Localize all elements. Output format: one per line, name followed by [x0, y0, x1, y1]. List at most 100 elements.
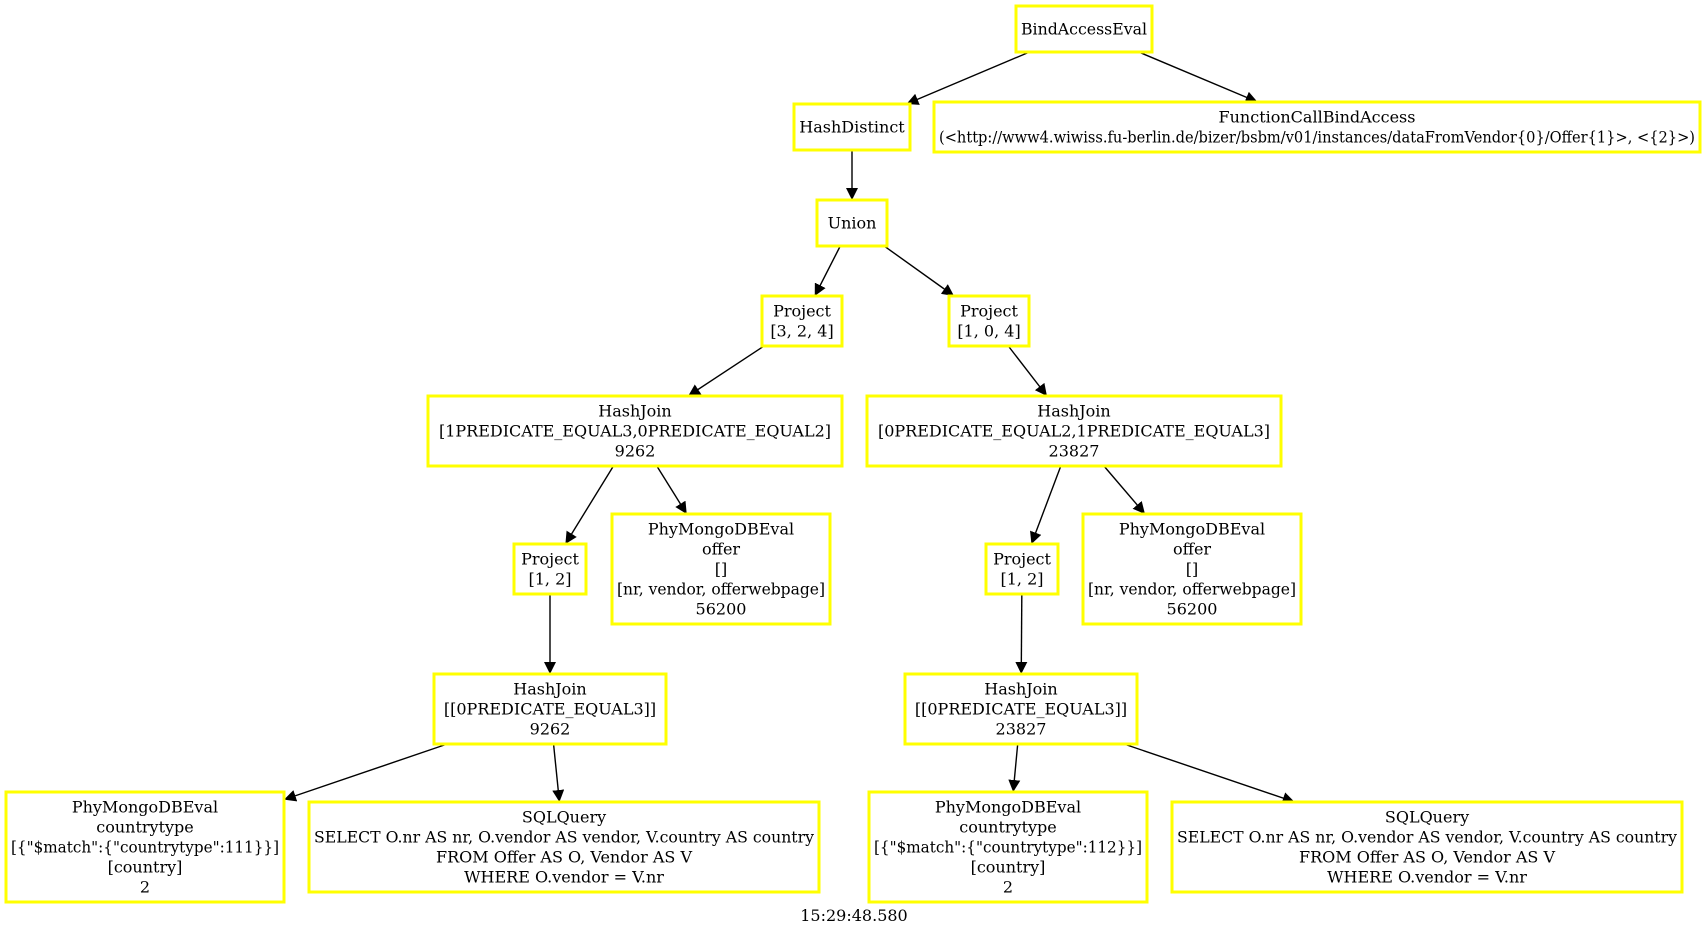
- node-label-line: 23827: [996, 720, 1047, 739]
- node-label-line: PhyMongoDBEval: [72, 798, 218, 817]
- node-box: [426, 394, 844, 468]
- node-union: Union: [815, 198, 889, 248]
- edge-hashjoin-right-top-to-project-right-mid: [1030, 465, 1062, 545]
- node-box: [815, 198, 889, 248]
- node-label-line: [{"$match":{"countrytype":112}}]: [874, 838, 1142, 857]
- node-functioncallbindaccess: FunctionCallBindAccess(<http://www4.wiwi…: [932, 100, 1702, 154]
- node-label-line: SQLQuery: [522, 808, 606, 827]
- node-hashdistinct: HashDistinct: [792, 102, 912, 152]
- node-box: [903, 672, 1139, 746]
- edge-project-right-mid-to-hashjoin-right-bottom: [1015, 593, 1028, 675]
- edges-layer: [283, 51, 1295, 804]
- edge-project-right-top-to-hashjoin-right-top: [1007, 345, 1048, 397]
- node-label-line: [nr, vendor, offerwebpage]: [1088, 580, 1296, 599]
- node-label-line: [1, 2]: [1000, 570, 1043, 589]
- node-hashjoin-left-top: HashJoin[1PREDICATE_EQUAL3,0PREDICATE_EQ…: [426, 394, 844, 468]
- node-box: [307, 800, 821, 894]
- edge-hashjoin-left-bottom-to-sqlquery-left: [552, 743, 565, 803]
- node-phymongo-country-left: PhyMongoDBEvalcountrytype[{"$match":{"co…: [4, 790, 286, 904]
- node-label-line: offer: [1173, 540, 1211, 559]
- node-label-line: [country]: [971, 858, 1046, 877]
- edge-hashjoin-right-bottom-to-phymongo-country-right: [1008, 743, 1021, 793]
- node-label-line: []: [1186, 560, 1198, 579]
- edge-union-to-project-left-top: [814, 245, 841, 297]
- node-label-line: WHERE O.vendor = V.nr: [1327, 868, 1527, 887]
- node-label-line: 56200: [1167, 600, 1218, 619]
- node-label-line: SQLQuery: [1385, 808, 1469, 827]
- node-box: [1170, 800, 1684, 894]
- node-label-line: [1PREDICATE_EQUAL3,0PREDICATE_EQUAL2]: [439, 422, 831, 441]
- node-label-line: [3, 2, 4]: [770, 322, 833, 341]
- node-project-left-mid: Project[1, 2]: [512, 542, 588, 596]
- node-label-line: WHERE O.vendor = V.nr: [464, 868, 664, 887]
- node-label-line: (<http://www4.wiwiss.fu-berlin.de/bizer/…: [939, 128, 1695, 147]
- node-label-line: countrytype: [96, 818, 194, 837]
- node-box: [4, 790, 286, 904]
- node-label-line: [[0PREDICATE_EQUAL3]]: [915, 700, 1127, 719]
- node-label-line: HashJoin: [1037, 402, 1110, 421]
- node-hashjoin-left-bottom: HashJoin[[0PREDICATE_EQUAL3]]9262: [432, 672, 668, 746]
- edge-project-left-top-to-hashjoin-left-top: [687, 345, 765, 397]
- node-label-line: 9262: [615, 442, 656, 461]
- node-label-line: 56200: [696, 600, 747, 619]
- node-label-line: FROM Offer AS O, Vendor AS V: [1299, 848, 1555, 867]
- node-project-right-mid: Project[1, 2]: [984, 542, 1060, 596]
- node-project-right-top: Project[1, 0, 4]: [947, 294, 1031, 348]
- node-box: [610, 512, 832, 626]
- node-label-line: [[0PREDICATE_EQUAL3]]: [444, 700, 656, 719]
- edge-bindaccesseval-to-functioncallbindaccess: [1138, 51, 1258, 103]
- node-label-line: [1, 0, 4]: [957, 322, 1020, 341]
- node-box: [867, 790, 1149, 904]
- timestamp-label: 15:29:48.580: [800, 906, 907, 925]
- node-label-line: Project: [960, 302, 1018, 321]
- node-label-line: []: [715, 560, 727, 579]
- node-label-line: PhyMongoDBEval: [935, 798, 1081, 817]
- node-box: [792, 102, 912, 152]
- node-label-line: 23827: [1049, 442, 1100, 461]
- node-label-line: BindAccessEval: [1021, 20, 1147, 39]
- node-label-line: SELECT O.nr AS nr, O.vendor AS vendor, V…: [1177, 828, 1677, 847]
- node-label-line: [country]: [108, 858, 183, 877]
- edge-union-to-project-right-top: [883, 245, 955, 297]
- node-label-line: Project: [993, 550, 1051, 569]
- edge-hashjoin-right-top-to-phymongo-offer-right: [1103, 465, 1146, 515]
- edge-hashjoin-left-top-to-phymongo-offer-left: [656, 465, 688, 515]
- edge-hashjoin-left-bottom-to-phymongo-country-left: [283, 743, 448, 802]
- node-label-line: SELECT O.nr AS nr, O.vendor AS vendor, V…: [314, 828, 814, 847]
- node-box: [932, 100, 1702, 154]
- node-box: [947, 294, 1031, 348]
- node-label-line: Union: [828, 214, 877, 233]
- node-label-line: FunctionCallBindAccess: [1219, 108, 1416, 127]
- node-label-line: HashJoin: [598, 402, 671, 421]
- node-label-line: [1, 2]: [528, 570, 571, 589]
- node-label-line: PhyMongoDBEval: [1119, 520, 1265, 539]
- node-box: [865, 394, 1283, 468]
- edge-bindaccesseval-to-hashdistinct: [906, 51, 1030, 105]
- node-phymongo-country-right: PhyMongoDBEvalcountrytype[{"$match":{"co…: [867, 790, 1149, 904]
- edge-hashjoin-right-bottom-to-sqlquery-right: [1123, 743, 1295, 804]
- node-label-line: FROM Offer AS O, Vendor AS V: [436, 848, 692, 867]
- node-box: [984, 542, 1060, 596]
- node-label-line: offer: [702, 540, 740, 559]
- node-label-line: countrytype: [959, 818, 1057, 837]
- node-hashjoin-right-bottom: HashJoin[[0PREDICATE_EQUAL3]]23827: [903, 672, 1139, 746]
- node-label-line: 9262: [530, 720, 571, 739]
- node-label-line: 2: [140, 878, 150, 897]
- node-box: [760, 294, 844, 348]
- edge-hashjoin-left-top-to-project-left-mid: [564, 465, 615, 545]
- node-hashjoin-right-top: HashJoin[0PREDICATE_EQUAL2,1PREDICATE_EQ…: [865, 394, 1283, 468]
- node-box: [1081, 512, 1303, 626]
- node-label-line: Project: [521, 550, 579, 569]
- node-label-line: HashJoin: [984, 680, 1057, 699]
- node-box: [512, 542, 588, 596]
- node-label-line: Project: [773, 302, 831, 321]
- node-label-line: HashDistinct: [799, 118, 905, 137]
- node-label-line: PhyMongoDBEval: [648, 520, 794, 539]
